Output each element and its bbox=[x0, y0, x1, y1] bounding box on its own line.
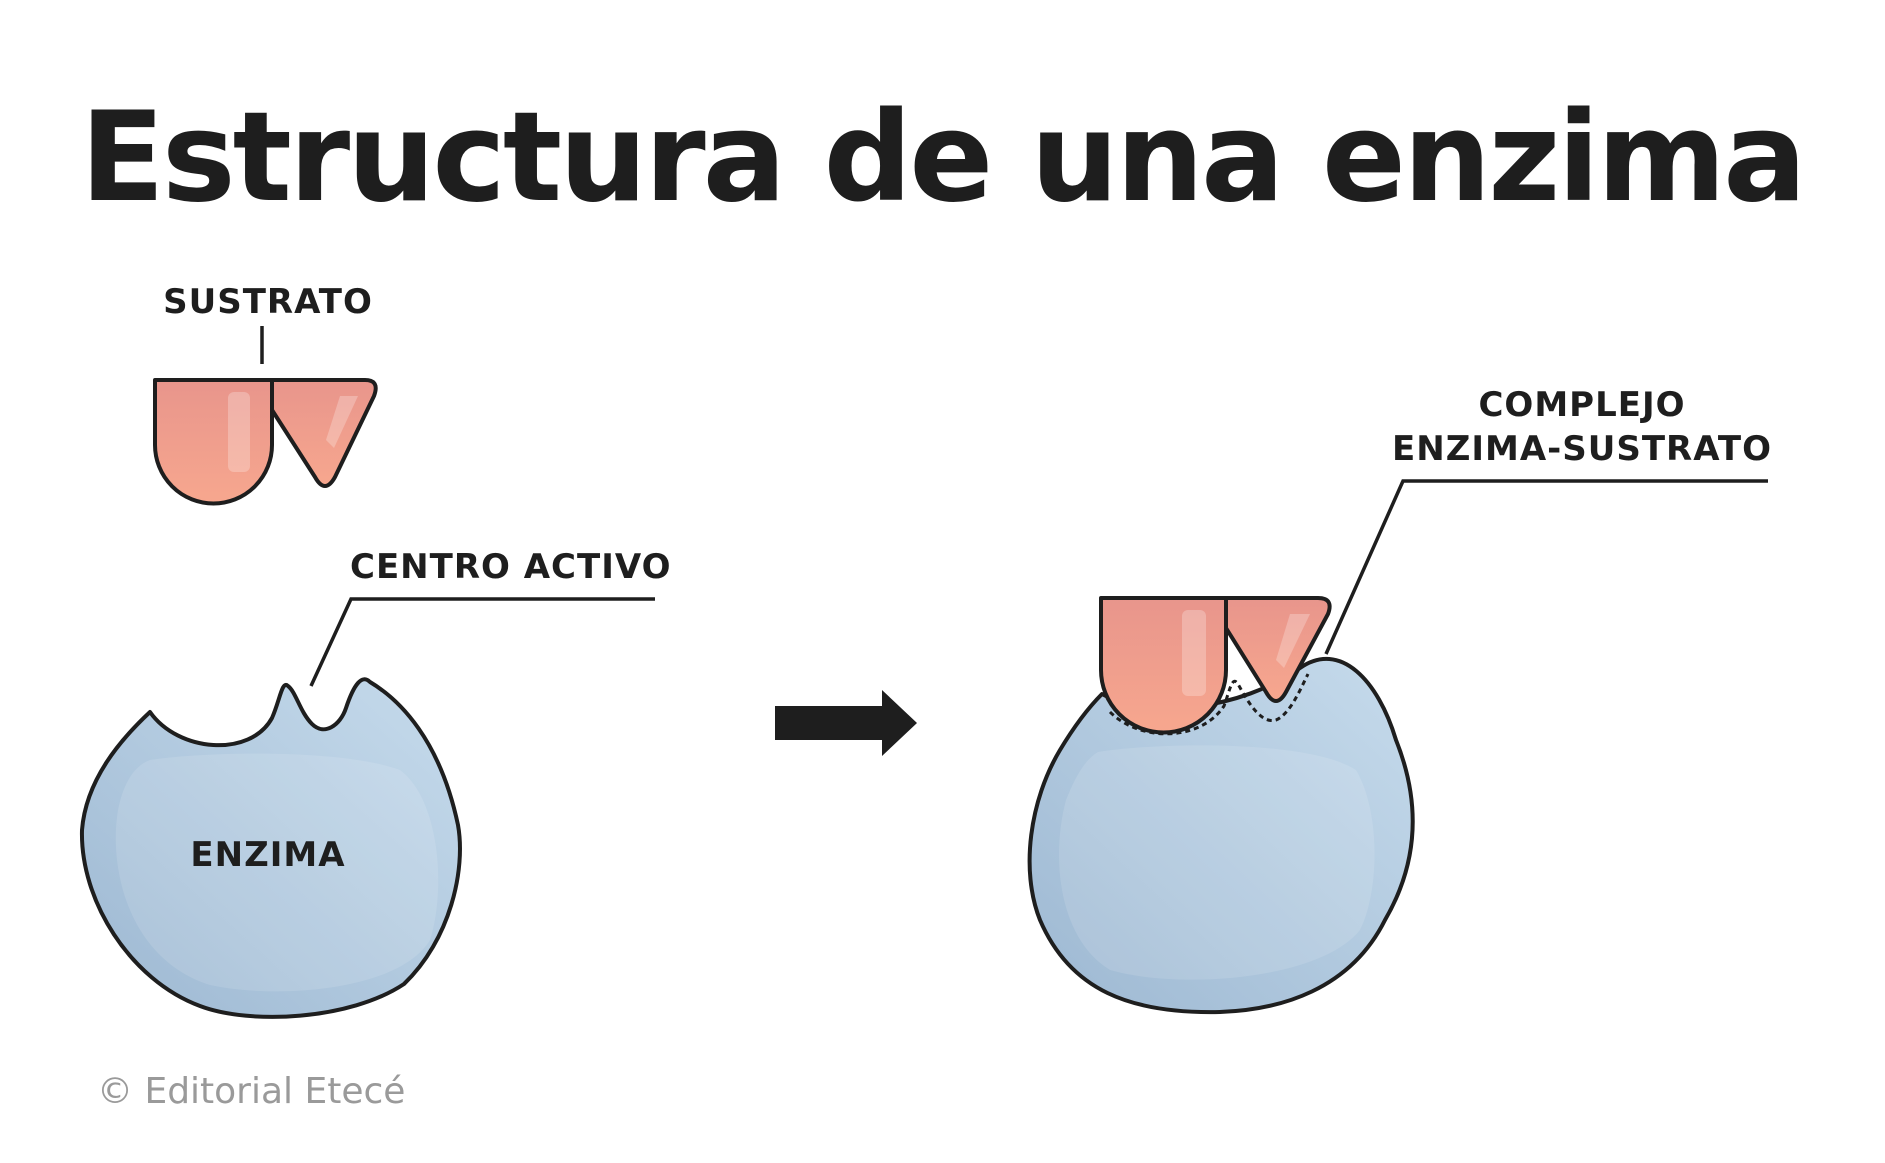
enzyme-label: ENZIMA bbox=[190, 835, 345, 875]
substrate-molecule bbox=[153, 378, 378, 506]
complex-label-line1: COMPLEJO bbox=[1478, 385, 1685, 425]
complex-leader-line bbox=[1324, 479, 1768, 655]
active-site-leader-line bbox=[309, 597, 655, 687]
complex-enzyme-highlight bbox=[1058, 745, 1375, 980]
complex-enzyme-molecule bbox=[1027, 656, 1415, 1015]
active-site-label: CENTRO ACTIVO bbox=[350, 547, 671, 587]
complex-enzyme-body bbox=[1027, 656, 1415, 1015]
enzyme-body bbox=[79, 677, 462, 1019]
substrate-rounded-part bbox=[153, 378, 274, 506]
substrate-triangle-part bbox=[270, 378, 378, 488]
enzyme-molecule bbox=[79, 677, 462, 1019]
complex-substrate-triangle-highlight bbox=[1276, 614, 1310, 668]
right-arrow-icon bbox=[775, 690, 917, 756]
substrate-triangle-highlight bbox=[326, 396, 358, 448]
page-title: Estructura de una enzima bbox=[80, 86, 1804, 230]
complex-label-line2: ENZIMA-SUSTRATO bbox=[1392, 429, 1772, 469]
complex-substrate-molecule bbox=[1099, 596, 1332, 735]
credit-text: © Editorial Etecé bbox=[97, 1071, 405, 1112]
enzyme-inner-highlight bbox=[115, 753, 439, 992]
substrate-label: SUSTRATO bbox=[163, 282, 373, 322]
binding-contact-dashed-outline bbox=[1108, 673, 1310, 736]
complex-substrate-triangle-part bbox=[1224, 596, 1332, 703]
complex-substrate-rounded-part bbox=[1099, 596, 1228, 735]
complex-substrate-highlight bbox=[1182, 610, 1206, 696]
substrate-highlight bbox=[228, 392, 250, 472]
